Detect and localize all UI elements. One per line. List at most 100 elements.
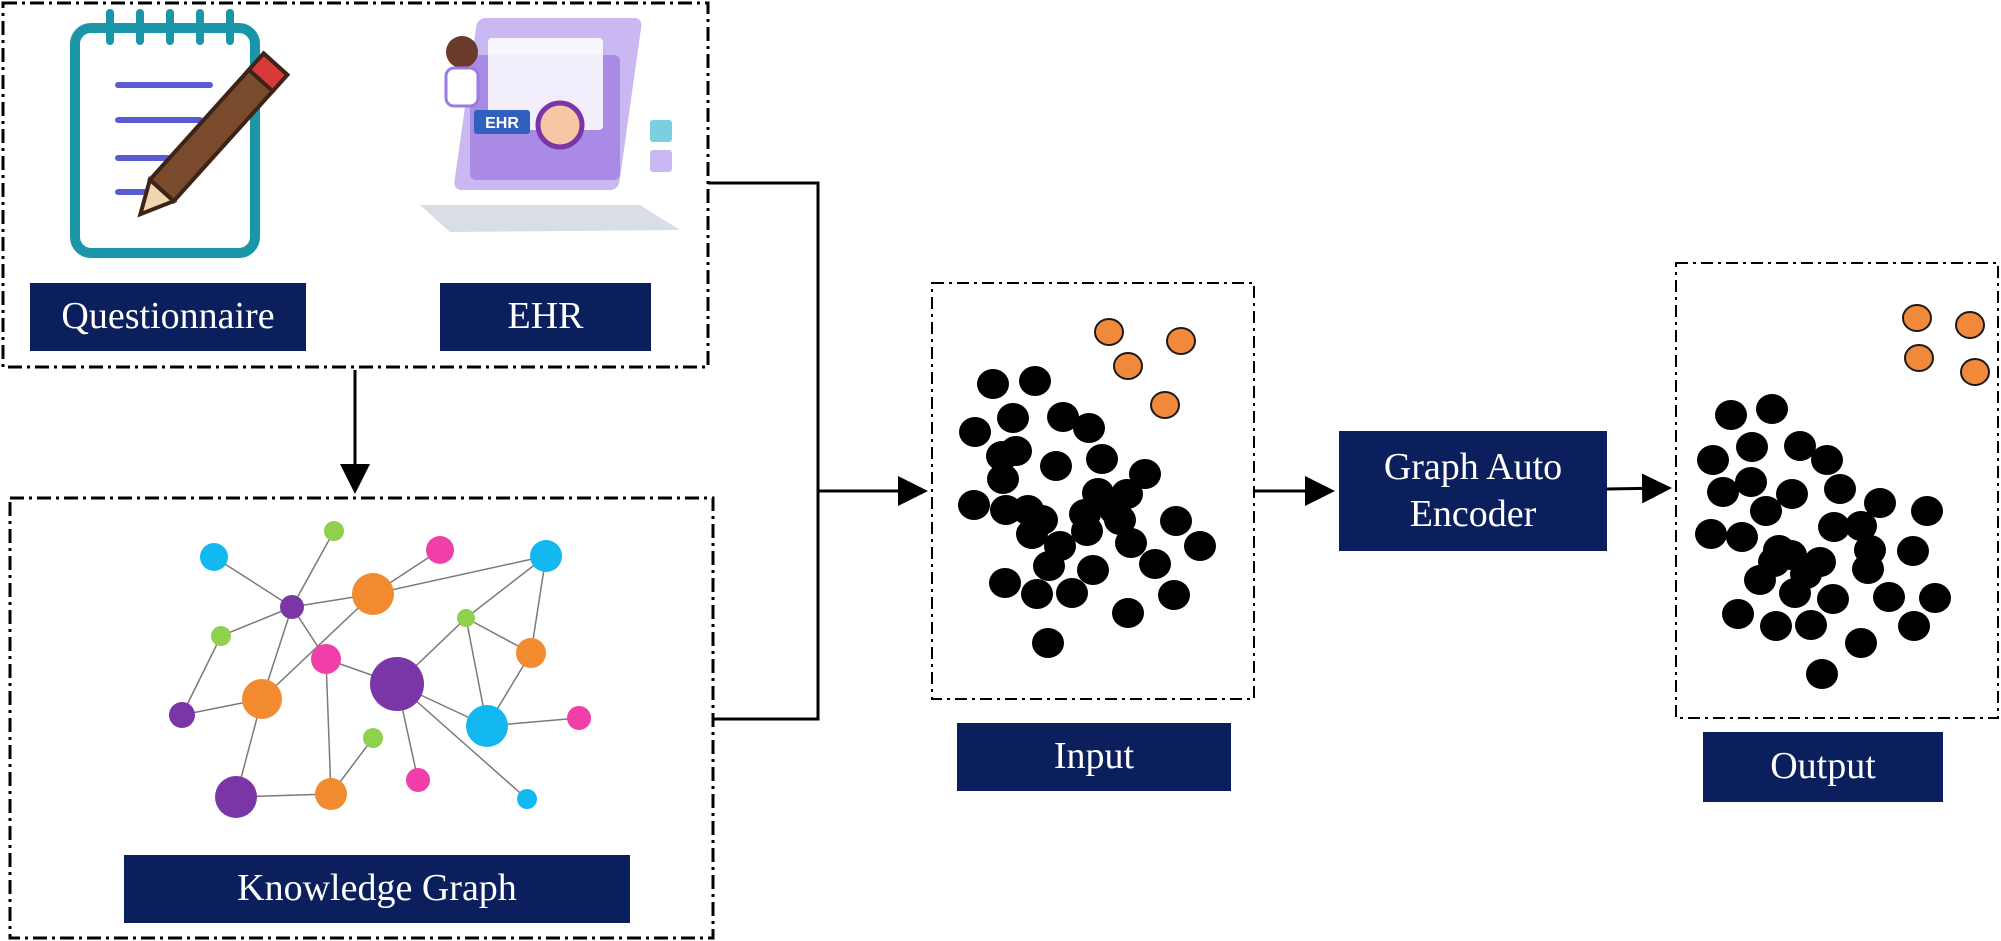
black-node (1817, 584, 1849, 614)
black-node (1032, 628, 1064, 658)
black-node (1911, 496, 1943, 526)
black-node (1019, 366, 1051, 396)
black-node (1784, 431, 1816, 461)
black-node (1722, 599, 1754, 629)
black-node (1184, 531, 1216, 561)
kg-node (517, 789, 537, 809)
kg-node (567, 706, 591, 730)
black-node (1016, 519, 1048, 549)
orange-node (1113, 352, 1143, 380)
black-node (1077, 555, 1109, 585)
kg-edge (372, 555, 547, 595)
kg-node (370, 657, 424, 711)
black-node (1756, 394, 1788, 424)
connectors (340, 181, 1672, 721)
black-node (1736, 432, 1768, 462)
kg-edge (465, 555, 547, 619)
kg-connector (713, 491, 820, 721)
black-node (1760, 611, 1792, 641)
black-node (1695, 519, 1727, 549)
black-node (1776, 479, 1808, 509)
input-scatter (958, 318, 1216, 658)
questionnaire-notepad-icon (70, 9, 291, 258)
black-node (1897, 536, 1929, 566)
orange-node (1960, 358, 1990, 386)
black-node (977, 369, 1009, 399)
orange-node (1904, 344, 1934, 372)
black-node (1824, 474, 1856, 504)
black-node (959, 417, 991, 447)
kg-edge (220, 606, 293, 637)
kg-node (466, 705, 508, 747)
output-frame (1675, 262, 1999, 719)
black-node (1129, 459, 1161, 489)
ehr-screen-label: EHR (485, 115, 519, 132)
input-label: Input (957, 723, 1231, 791)
black-node (1139, 549, 1171, 579)
output-scatter (1695, 304, 1990, 689)
black-node (997, 403, 1029, 433)
questionnaire-label: Questionnaire (30, 283, 306, 351)
black-node (1086, 444, 1118, 474)
gae-to-output-arrow (1606, 473, 1672, 504)
black-node (1000, 436, 1032, 466)
black-node (1697, 445, 1729, 475)
output-label: Output (1703, 732, 1943, 802)
kg-edge (530, 555, 547, 654)
kg-node (457, 609, 475, 627)
graph-auto-encoder-box: Graph Auto Encoder (1339, 431, 1607, 551)
black-node (1919, 583, 1951, 613)
kg-node (363, 728, 383, 748)
black-node (990, 495, 1022, 525)
black-node (1779, 578, 1811, 608)
orange-node (1166, 327, 1196, 355)
kg-node (426, 536, 454, 564)
black-node (1012, 495, 1044, 525)
black-node (1818, 512, 1850, 542)
kg-edge (396, 683, 528, 800)
black-node (1056, 578, 1088, 608)
black-node (1744, 565, 1776, 595)
black-node (1854, 535, 1886, 565)
black-node (1873, 582, 1905, 612)
black-node (1864, 488, 1896, 518)
black-node (1033, 551, 1065, 581)
black-node (1795, 610, 1827, 640)
black-node (1726, 522, 1758, 552)
sources-connector (708, 181, 820, 491)
kg-node (169, 702, 195, 728)
kg-node (315, 778, 347, 810)
kg-node (311, 644, 341, 674)
kg-edge (261, 593, 374, 700)
black-node (1707, 477, 1739, 507)
black-node (958, 490, 990, 520)
kg-node (215, 776, 257, 818)
kg-node (406, 768, 430, 792)
ehr-laptop-icon: EHR (420, 18, 680, 232)
black-node (1845, 511, 1877, 541)
black-node (1775, 540, 1807, 570)
knowledge-graph (169, 521, 591, 818)
black-node (1806, 659, 1838, 689)
black-node (1112, 598, 1144, 628)
black-node (1021, 579, 1053, 609)
kg-node (530, 540, 562, 572)
data-sources-frame (1, 1, 710, 369)
kg-node (352, 573, 394, 615)
black-node (1750, 496, 1782, 526)
kg-node (200, 543, 228, 571)
black-node (1898, 611, 1930, 641)
kg-node (211, 626, 231, 646)
black-node (1160, 506, 1192, 536)
black-node (989, 568, 1021, 598)
kg-node (516, 638, 546, 668)
black-node (1040, 451, 1072, 481)
black-node (1071, 516, 1103, 546)
orange-node (1955, 311, 1985, 339)
knowledge-graph-label: Knowledge Graph (124, 855, 630, 923)
orange-node (1902, 304, 1932, 332)
black-node (1158, 580, 1190, 610)
black-node (1099, 495, 1131, 525)
kg-edge (213, 556, 293, 608)
